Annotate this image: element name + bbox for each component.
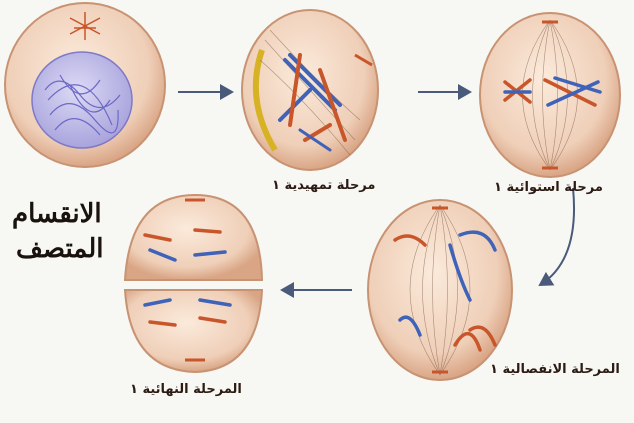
cell-prophase bbox=[242, 10, 378, 170]
cell-membrane bbox=[480, 13, 620, 177]
label-metaphase: مرحلة استوائية ١ bbox=[494, 180, 603, 195]
cell-membrane bbox=[368, 200, 512, 380]
nucleus bbox=[32, 52, 132, 148]
label-anaphase: المرحلة الانفصالية ١ bbox=[490, 362, 620, 377]
daughter-cell-top bbox=[125, 195, 262, 280]
diagram-title-line-1: الانقسام bbox=[12, 198, 102, 230]
arrow-3 bbox=[540, 188, 574, 285]
label-prophase: مرحلة تمهيدية ١ bbox=[272, 178, 375, 193]
cell-telophase bbox=[125, 195, 262, 372]
diagram-title-line-2: المتصف bbox=[16, 233, 103, 265]
cell-metaphase bbox=[480, 13, 620, 177]
label-telophase: المرحلة النهائية ١ bbox=[130, 382, 242, 397]
cell-anaphase bbox=[368, 200, 512, 380]
cell-interphase bbox=[5, 3, 165, 167]
